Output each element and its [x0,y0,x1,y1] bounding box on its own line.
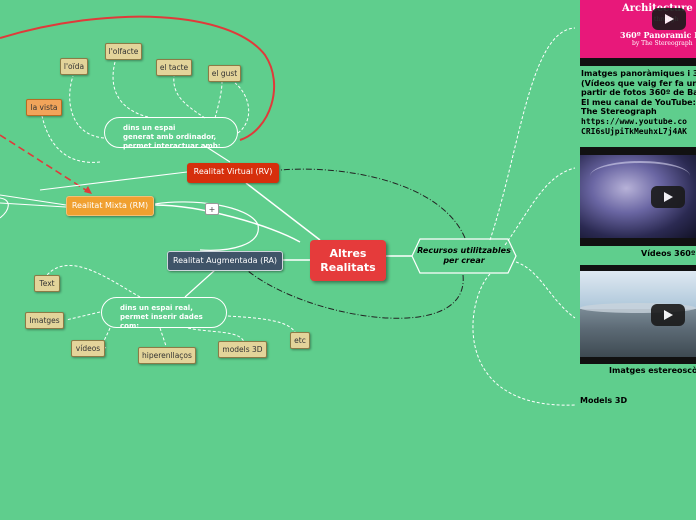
resources-line1: Recursos utilitzables [417,246,511,255]
ra-bubble-line3: com: [120,322,140,330]
rv-bubble-line2: generat amb ordinador, [123,133,217,141]
models-3d-caption: Models 3D [580,396,628,405]
expand-plus-button[interactable]: + [205,203,219,215]
desc-line: The Stereograph [581,107,657,117]
sense-hearing[interactable]: l'oïda [60,58,88,75]
desc-line: (Vídeos que vaig fer fa un [581,78,696,88]
rv-bubble-line3: permet interactuar amb: [123,142,221,150]
right-dashed-arrows [472,27,576,406]
senses-dashed-arrows [41,61,250,163]
video-360-caption: Vídeos 360º [641,249,696,258]
sense-touch[interactable]: el tacte [156,59,192,76]
ra-item-hyperlinks[interactable]: hiperenllaços [138,347,196,364]
ra-item-etc[interactable]: etc [290,332,310,349]
desc-link[interactable]: CRI6sUjpiTkMeuhxL7j4AK [581,126,687,136]
branch-mixed-reality[interactable]: Realitat Mixta (RM) [66,196,154,216]
desc-line: El meu canal de YouTube: [581,97,696,107]
ra-item-3d-models[interactable]: models 3D [218,341,267,358]
left-lines [0,171,188,219]
play-icon[interactable] [651,186,685,208]
resources-dashdot-arrows [247,168,466,319]
play-icon[interactable] [652,8,686,30]
center-to-rm-line [154,204,301,243]
sense-taste[interactable]: el gust [208,65,241,82]
ra-to-bubble-line [184,269,216,298]
architecture-line1: 360º Panoramic Pl [620,30,696,40]
branch-augmented-reality[interactable]: Realitat Augmentada (RA) [167,251,283,271]
video-360-player[interactable] [580,147,696,246]
central-topic[interactable]: Altres Realitats [310,240,386,281]
sense-smell[interactable]: l'olfacte [105,43,142,60]
red-dashed-connector [0,134,93,195]
desc-line: partir de fotos 360º de Ba [581,88,696,98]
resources-line2: per crear [443,255,485,265]
stereo-caption: Imatges estereoscò [609,366,696,375]
stereo-horizon [580,303,696,313]
central-topic-line2: Realitats [320,261,376,274]
ra-description-bubble[interactable]: dins un espai real, permet inserir dades… [101,297,227,330]
ra-item-text[interactable]: Text [34,275,60,292]
resources-hexagon-shape [411,238,517,274]
red-arc-connector [0,15,275,141]
desc-line: Imatges panoràmiques i 3 [581,69,696,78]
ra-bubble-line2: permet inserir dades [120,313,203,321]
panoramic-description: Imatges panoràmiques i 3 (Vídeos que vai… [581,69,696,136]
architecture-thumbnail[interactable]: Architecture T through 360º Panoramic Pl… [580,0,696,66]
resources-node[interactable]: Recursos utilitzables per crear [414,246,514,265]
video-360-ceiling [590,161,690,191]
central-topic-line1: Altres [329,247,367,260]
play-icon[interactable] [651,304,685,326]
branch-virtual-reality[interactable]: Realitat Virtual (RV) [187,163,279,183]
architecture-line2: by The Stereograph [632,40,693,47]
sense-sight[interactable]: la vista [26,99,62,116]
rv-description-bubble[interactable]: dins un espai generat amb ordinador, per… [104,117,238,150]
stereo-video-player[interactable] [580,265,696,364]
desc-link[interactable]: https://www.youtube.co [581,116,687,126]
rv-to-bubble-line [204,145,231,163]
rv-bubble-line1: dins un espai [123,124,176,132]
ra-item-images[interactable]: Imatges [25,312,64,329]
ra-bubble-line1: dins un espai real, [120,304,193,312]
ra-item-videos[interactable]: vídeos [71,340,105,357]
red-arrowhead [84,186,92,194]
center-to-rv-line [245,182,321,241]
rm-loop-line [154,201,259,251]
